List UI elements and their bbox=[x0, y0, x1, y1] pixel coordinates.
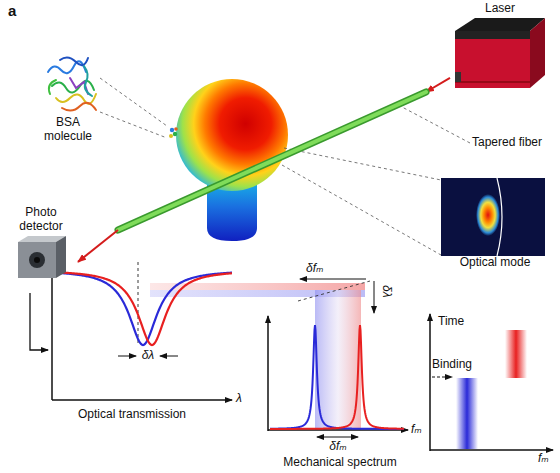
leader-line bbox=[282, 165, 441, 255]
axis bbox=[267, 316, 269, 431]
event-label: Binding bbox=[432, 358, 472, 372]
shift-label: δλ bbox=[142, 349, 155, 363]
bsa-molecule bbox=[48, 57, 96, 110]
axis-label: fₘ bbox=[411, 423, 422, 437]
laser-source-art bbox=[450, 16, 550, 102]
plot-title: Optical transmission bbox=[78, 408, 186, 422]
mechanical-peak bbox=[270, 325, 404, 429]
leader-line bbox=[100, 112, 167, 138]
axis-label: λ bbox=[236, 392, 242, 406]
mechanical-peak bbox=[270, 325, 404, 429]
leader-line bbox=[284, 148, 441, 180]
node-label: Laser bbox=[450, 2, 550, 16]
optical-mode-panel-art bbox=[441, 178, 545, 256]
shift-arrow bbox=[118, 356, 136, 357]
shift-label: δfₘ bbox=[306, 262, 323, 276]
shift-arrow bbox=[160, 356, 178, 357]
leader-line bbox=[402, 107, 470, 143]
transmission-curve bbox=[56, 272, 232, 345]
shift-arrow bbox=[374, 281, 375, 313]
transmission-curve bbox=[56, 273, 232, 345]
leader-line bbox=[100, 78, 167, 126]
photo-detector: Photo detector bbox=[4, 206, 78, 284]
axis bbox=[51, 262, 53, 400]
signal-arrow bbox=[30, 293, 48, 350]
node-label: Photo detector bbox=[4, 206, 78, 234]
shift-label: δλ bbox=[379, 285, 393, 298]
shift-region bbox=[315, 290, 361, 430]
part-name: Tapered fiber bbox=[472, 136, 542, 150]
axis bbox=[429, 314, 431, 451]
part-name: BSA molecule bbox=[37, 116, 99, 144]
spectrum-trace bbox=[456, 378, 478, 449]
curves bbox=[56, 272, 404, 429]
slope-line bbox=[298, 281, 370, 301]
shift-arrow bbox=[337, 437, 358, 438]
axis-label: fₘ bbox=[538, 452, 549, 466]
laser-source: Laser bbox=[450, 2, 550, 102]
photo-detector-art bbox=[4, 234, 78, 284]
shift-arrow bbox=[300, 279, 366, 280]
panel-letter: a bbox=[8, 2, 16, 19]
optical-mode-panel: Optical mode bbox=[441, 178, 549, 270]
reference-line bbox=[138, 262, 139, 344]
shift-arrow bbox=[317, 437, 337, 438]
bound-molecule bbox=[169, 127, 178, 138]
plot-title: Mechanical spectrum bbox=[283, 456, 396, 470]
node-label: Optical mode bbox=[441, 256, 549, 270]
shift-label: δfₘ bbox=[329, 440, 346, 454]
fiber-link bbox=[78, 78, 450, 262]
axis bbox=[430, 449, 553, 451]
resonator-sphere bbox=[176, 79, 288, 191]
axis bbox=[52, 399, 232, 401]
axis-label: Time bbox=[438, 315, 464, 329]
binding-marker bbox=[432, 377, 452, 378]
spectrum-trace bbox=[505, 330, 527, 378]
